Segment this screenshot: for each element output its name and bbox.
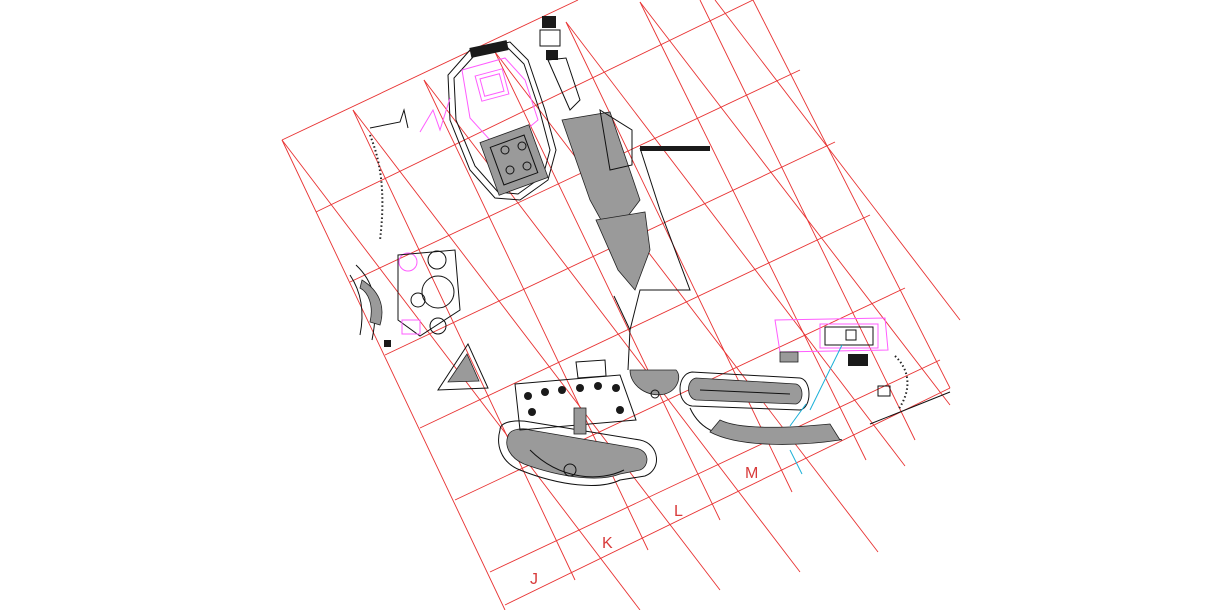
grid-label-k: K [602,535,613,552]
grid-label-j: J [530,571,538,588]
right-complex [774,317,951,475]
grid-line [639,1,867,461]
grid-line [281,0,579,141]
grid-line [565,21,793,493]
triangle-structure [437,342,489,391]
diagonal-built-strip [539,16,711,371]
grid-label-l: L [674,503,683,520]
grid-line [699,0,916,441]
grid-line [281,139,506,610]
grid-line [494,51,721,521]
grid-line [352,109,576,581]
grid-line [752,0,951,389]
grid-line [504,387,951,606]
grid-line [489,359,941,573]
grid-line [714,0,961,321]
grid-line [639,1,951,406]
left-theatre-complex [349,108,461,347]
grid-label-m: M [745,465,758,482]
reference-grid [281,0,961,610]
grid-line [352,109,721,591]
grid-line [315,0,754,213]
circus-track [679,371,843,445]
grid-line [565,21,906,467]
lower-semicircle-complex [498,359,680,486]
grid-line [349,69,801,283]
upper-oval-complex [419,40,557,201]
grid-labels: J K L M [530,465,758,588]
grid-line [419,214,871,429]
